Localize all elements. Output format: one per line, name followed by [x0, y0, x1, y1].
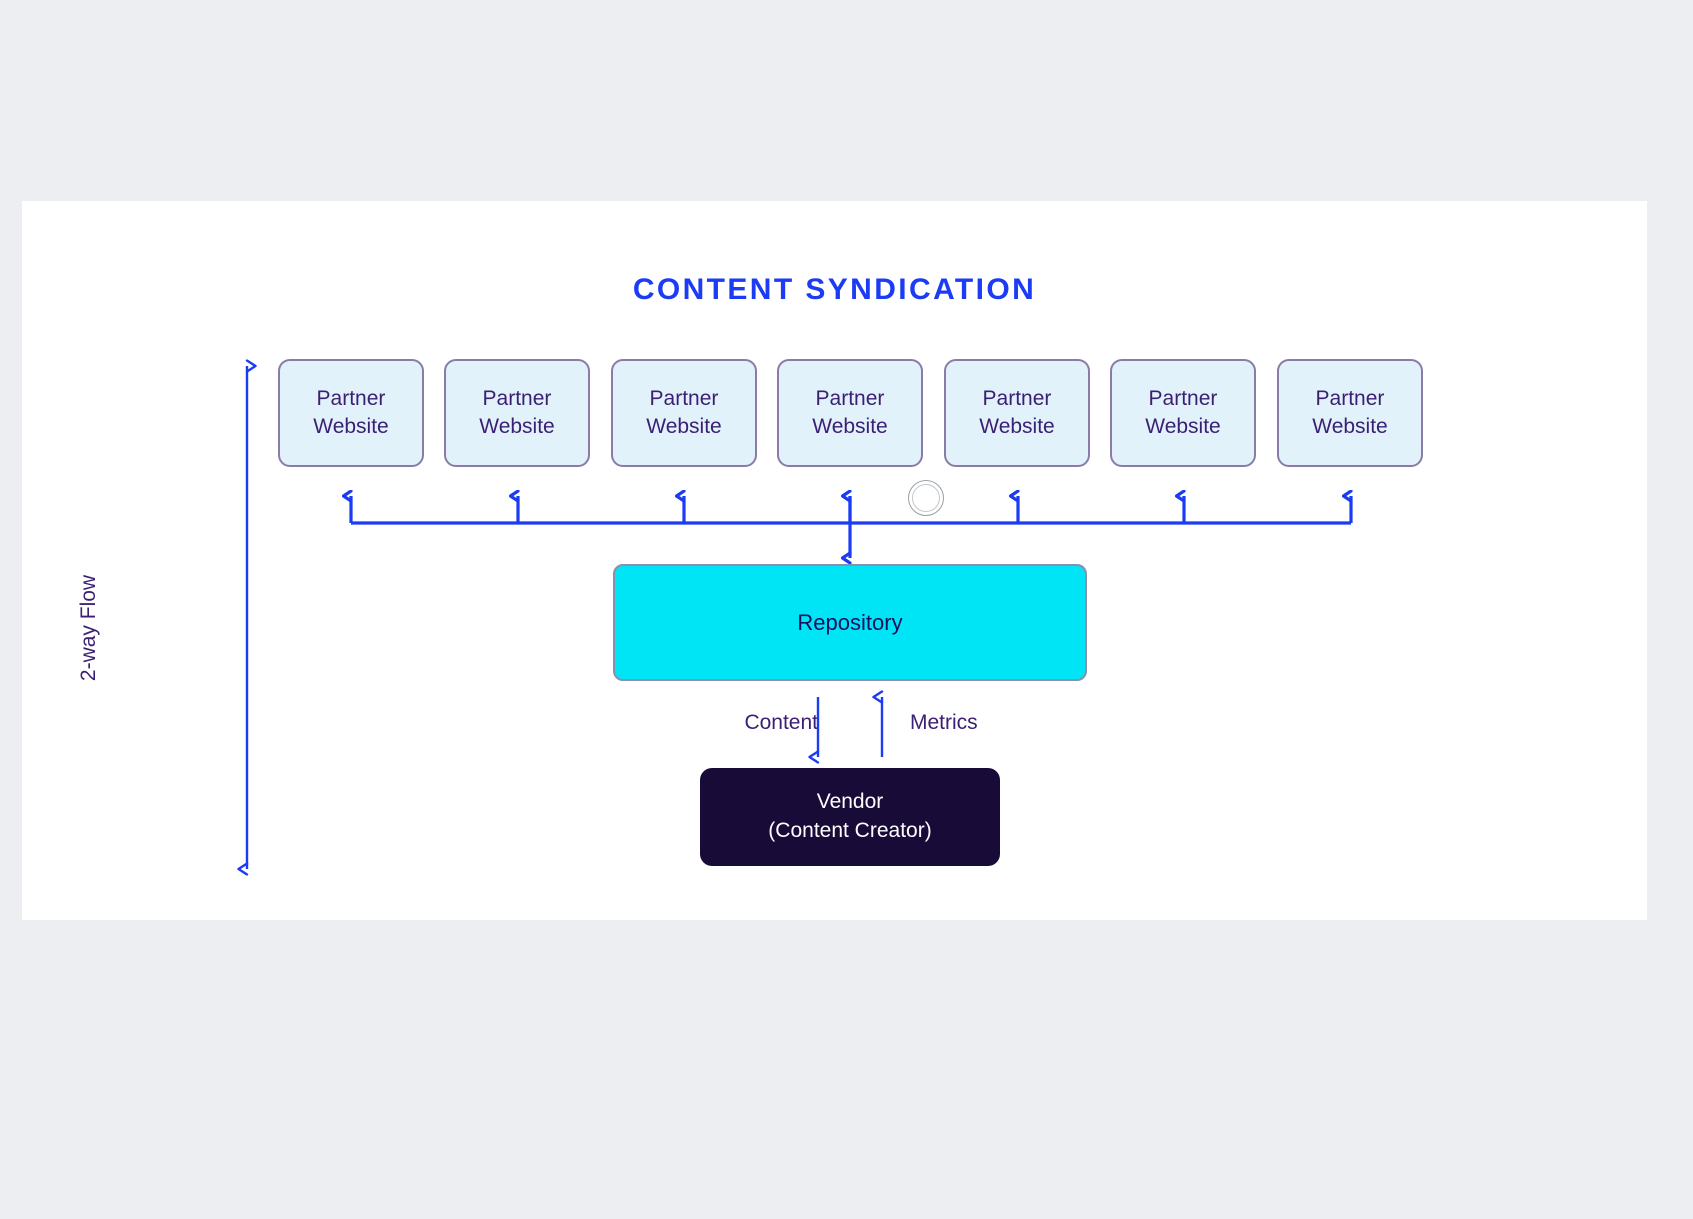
repository-node[interactable]: Repository — [613, 564, 1087, 681]
partner-website-box-1[interactable]: Partner Website — [278, 359, 424, 467]
partner-box-line1: Partner — [982, 386, 1052, 410]
repository-label: Repository — [797, 609, 903, 635]
partner-website-box-2[interactable]: Partner Website — [444, 359, 590, 467]
diagram-slide: CONTENT SYNDICATION Partner Website Part… — [22, 201, 1647, 920]
content-edge-label: Content — [744, 711, 818, 734]
metrics-edge-label: Metrics — [910, 711, 978, 734]
partner-box-line1: Partner — [316, 386, 386, 410]
partner-website-box-7[interactable]: Partner Website — [1277, 359, 1423, 467]
partner-website-box-5[interactable]: Partner Website — [944, 359, 1090, 467]
partner-box-line2: Website — [1312, 415, 1388, 438]
partner-box-line1: Partner — [1315, 386, 1385, 410]
cursor-ring-indicator — [908, 480, 944, 516]
partner-website-box-3[interactable]: Partner Website — [611, 359, 757, 467]
partner-box-line2: Website — [479, 415, 555, 438]
partner-website-box-6[interactable]: Partner Website — [1110, 359, 1256, 467]
partner-box-line2: Website — [313, 415, 389, 438]
partner-box-line2: Website — [979, 415, 1055, 438]
page-title: CONTENT SYNDICATION — [632, 273, 1037, 306]
partner-box-line1: Partner — [482, 386, 552, 410]
partner-box-line2: Website — [812, 415, 888, 438]
vendor-label-line2: (Content Creator) — [768, 819, 932, 842]
partner-box-line1: Partner — [815, 386, 885, 410]
partner-box-line1: Partner — [1148, 386, 1218, 410]
partner-website-box-4[interactable]: Partner Website — [777, 359, 923, 467]
partner-box-line2: Website — [646, 415, 722, 438]
two-way-flow-label: 2-way Flow — [77, 574, 100, 682]
vendor-label-line1: Vendor — [816, 790, 884, 814]
vendor-node[interactable]: Vendor (Content Creator) — [700, 768, 1000, 866]
partner-box-line1: Partner — [649, 386, 719, 410]
partner-box-line2: Website — [1145, 415, 1221, 438]
